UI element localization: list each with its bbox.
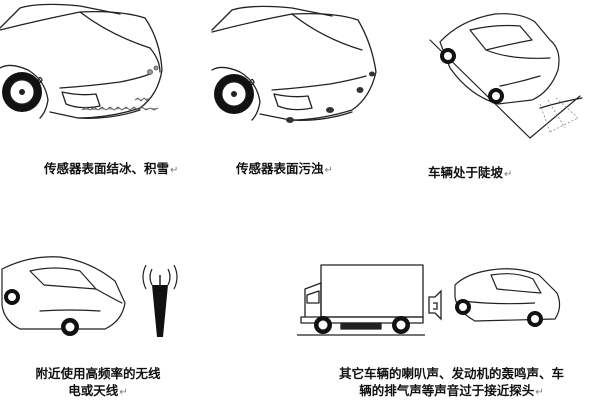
caption-noise-line1: 其它车辆的喇叭声、发动机的轰鸣声、车 — [338, 366, 564, 381]
panel-radio: 附近使用高频率的无线 电或天线↵ — [0, 245, 200, 413]
panel-slope: 车辆处于陡坡↵ — [400, 0, 600, 180]
car-on-slope-illustration — [429, 13, 583, 139]
caption-noise-line2: 辆的排气声等声音过于接近探头 — [359, 383, 535, 398]
panel-noise: 其它车辆的喇叭声、发动机的轰鸣声、车 辆的排气声等声音过于接近探头↵ — [295, 245, 600, 413]
antenna-icon — [142, 264, 178, 337]
wheel-icon — [455, 299, 543, 327]
truck-icon — [300, 264, 424, 330]
car-rear-ice-illustration — [0, 3, 163, 119]
car-antenna-illustration — [1, 256, 178, 337]
wheel-icon — [314, 316, 410, 334]
speaker-icon — [428, 289, 442, 321]
car-rear-icon — [454, 268, 561, 322]
wheel-icon — [2, 72, 42, 112]
panel-ice-snow: 传感器表面结冰、积雪↵ — [0, 0, 200, 176]
car-rear-dirty-illustration — [211, 5, 377, 123]
dirt-sensor-marks — [286, 71, 375, 123]
caption-slope: 车辆处于陡坡↵ — [428, 165, 513, 180]
caption-radio: 附近使用高频率的无线 电或天线↵ — [28, 365, 168, 401]
caption-dirty: 传感器表面污浊↵ — [236, 161, 333, 176]
caption-noise: 其它车辆的喇叭声、发动机的轰鸣声、车 辆的排气声等声音过于接近探头↵ — [319, 365, 584, 401]
wheel-icon — [440, 48, 504, 104]
panel-dirty: 传感器表面污浊↵ — [200, 0, 400, 176]
caption-radio-line1: 附近使用高频率的无线 — [35, 366, 161, 381]
truck-and-car-illustration — [297, 264, 561, 336]
caption-radio-line2: 电或天线 — [68, 383, 119, 398]
wheel-icon — [4, 289, 79, 336]
sensor-beam-icon — [539, 97, 579, 133]
ice-sensor-marks — [81, 65, 159, 111]
wheel-icon — [214, 74, 254, 114]
caption-ice-snow: 传感器表面结冰、积雪↵ — [44, 161, 179, 176]
